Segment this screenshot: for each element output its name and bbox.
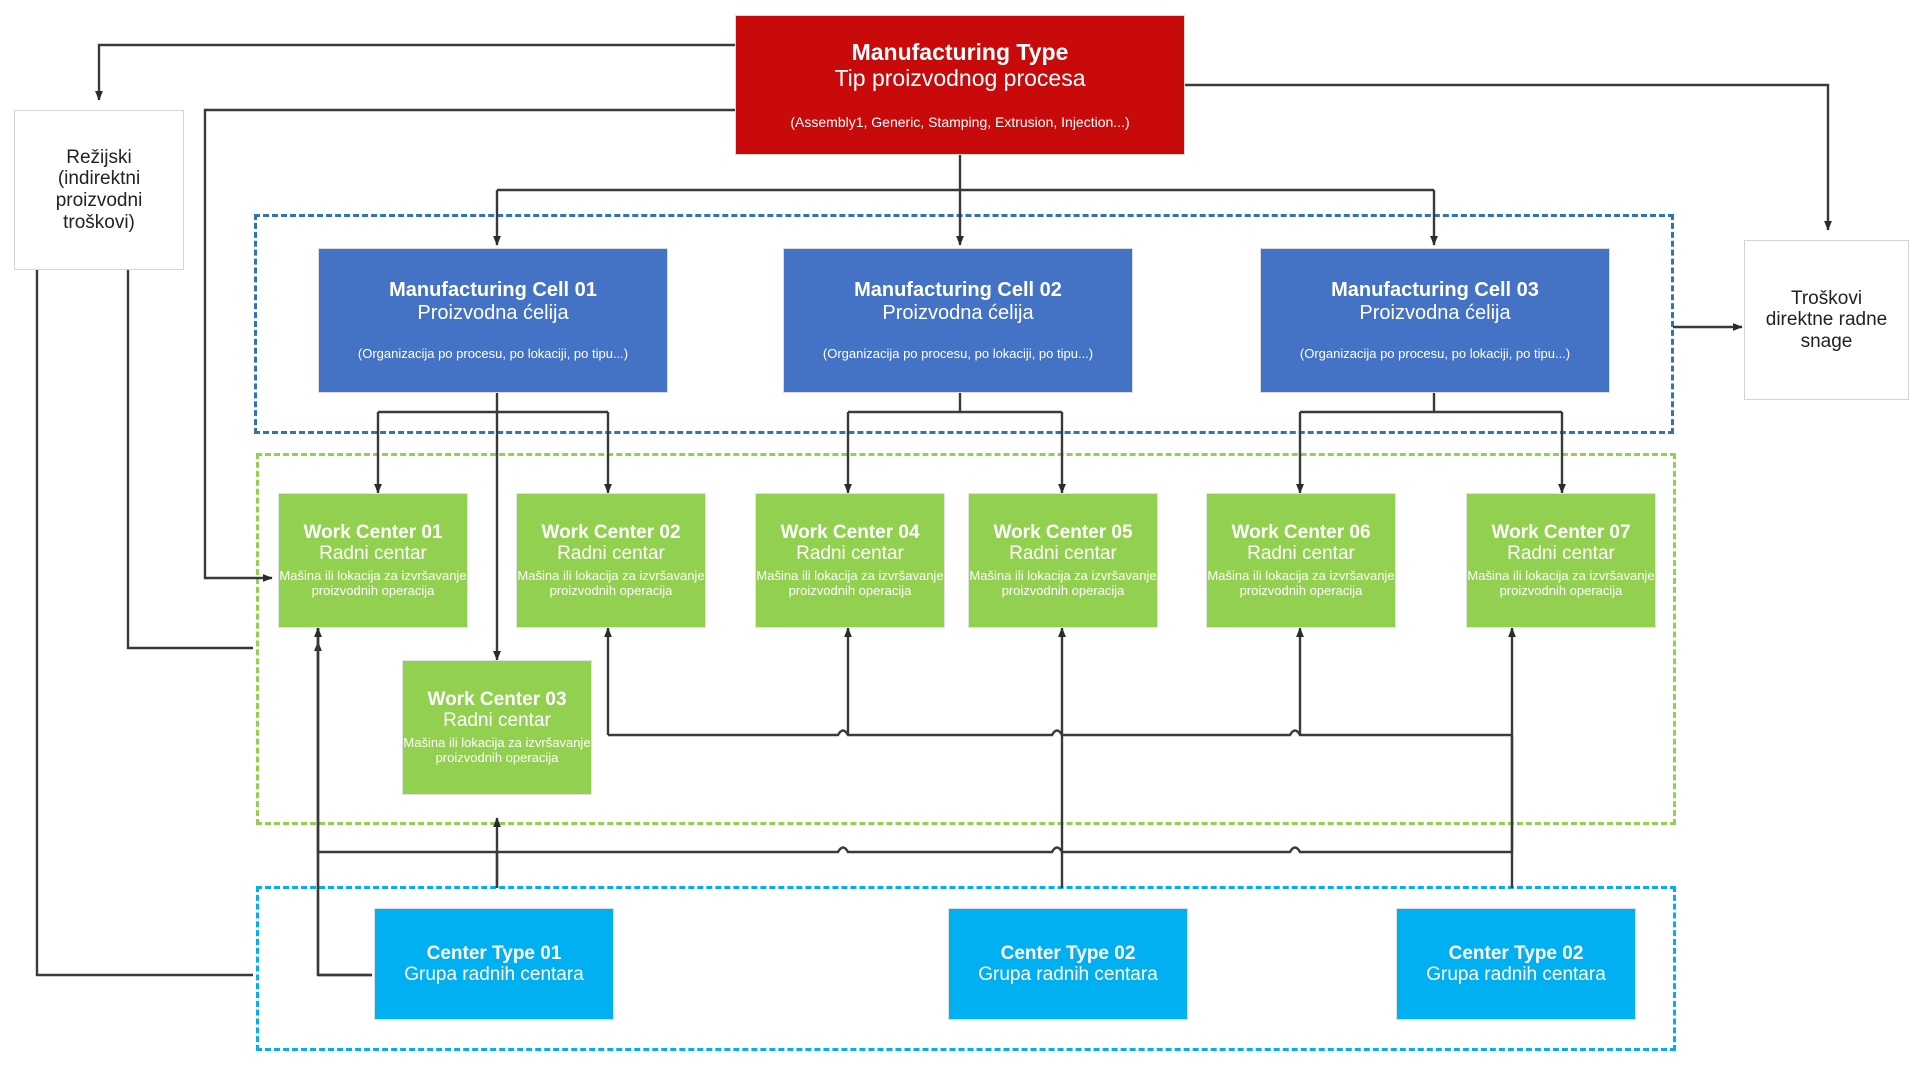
ct-02a-title: Center Type 02 [1000,942,1136,964]
direct-labor-line-2: direktne radne [1765,309,1888,331]
cell-01-subtitle: Proizvodna ćelija [417,301,569,324]
cell-03-note: (Organizacija po procesu, po lokaciji, p… [1299,346,1571,362]
node-work-center-06[interactable]: Work Center 06 Radni centar Mašina ili l… [1206,493,1396,628]
manufacturing-type-note: (Assembly1, Generic, Stamping, Extrusion… [790,113,1130,130]
manufacturing-cells-group [254,214,1674,434]
wc-04-title: Work Center 04 [780,521,920,543]
wc-03-subtitle: Radni centar [443,710,551,732]
node-work-center-02[interactable]: Work Center 02 Radni centar Mašina ili l… [516,493,706,628]
ct-02b-title: Center Type 02 [1448,942,1584,964]
node-work-center-05[interactable]: Work Center 05 Radni centar Mašina ili l… [968,493,1158,628]
overhead-line-4: troškovi) [63,211,135,233]
node-work-center-07[interactable]: Work Center 07 Radni centar Mašina ili l… [1466,493,1656,628]
wc-07-subtitle: Radni centar [1507,543,1615,565]
ct-01-title: Center Type 01 [426,942,562,964]
manufacturing-type-subtitle: Tip proizvodnog procesa [834,65,1086,92]
node-work-center-01[interactable]: Work Center 01 Radni centar Mašina ili l… [278,493,468,628]
node-center-type-02-b[interactable]: Center Type 02 Grupa radnih centara [1396,908,1636,1020]
ct-02b-subtitle: Grupa radnih centara [1426,963,1606,985]
node-manufacturing-type[interactable]: Manufacturing Type Tip proizvodnog proce… [735,15,1185,155]
wc-01-title: Work Center 01 [303,521,443,543]
work-centers-group [256,453,1676,825]
manufacturing-type-title: Manufacturing Type [851,38,1069,65]
cell-01-title: Manufacturing Cell 01 [389,279,597,302]
wc-07-note: Mašina ili lokacija za izvršavanje proiz… [1467,567,1655,599]
center-types-group [256,886,1676,1051]
wc-01-subtitle: Radni centar [319,543,427,565]
node-manufacturing-cell-02[interactable]: Manufacturing Cell 02 Proizvodna ćelija … [783,248,1133,393]
ct-02a-subtitle: Grupa radnih centara [978,963,1158,985]
wc-04-subtitle: Radni centar [796,543,904,565]
node-work-center-03[interactable]: Work Center 03 Radni centar Mašina ili l… [402,660,592,795]
wc-05-title: Work Center 05 [993,521,1133,543]
wc-02-note: Mašina ili lokacija za izvršavanje proiz… [517,567,705,599]
wc-06-subtitle: Radni centar [1247,543,1355,565]
cell-03-subtitle: Proizvodna ćelija [1359,301,1511,324]
cell-02-subtitle: Proizvodna ćelija [882,301,1034,324]
cell-01-note: (Organizacija po procesu, po lokaciji, p… [357,346,629,362]
ct-01-subtitle: Grupa radnih centara [404,963,584,985]
node-work-center-04[interactable]: Work Center 04 Radni centar Mašina ili l… [755,493,945,628]
wc-05-subtitle: Radni centar [1009,543,1117,565]
cell-02-note: (Organizacija po procesu, po lokaciji, p… [822,346,1094,362]
wc-02-subtitle: Radni centar [557,543,665,565]
node-manufacturing-cell-03[interactable]: Manufacturing Cell 03 Proizvodna ćelija … [1260,248,1610,393]
direct-labor-line-1: Troškovi [1790,287,1863,309]
wc-02-title: Work Center 02 [541,521,681,543]
wc-06-note: Mašina ili lokacija za izvršavanje proiz… [1207,567,1395,599]
wc-06-title: Work Center 06 [1231,521,1371,543]
node-center-type-01[interactable]: Center Type 01 Grupa radnih centara [374,908,614,1020]
node-direct-labor-costs[interactable]: Troškovi direktne radne snage [1744,240,1909,400]
node-overhead-costs[interactable]: Režijski (indirektni proizvodni troškovi… [14,110,184,270]
overhead-line-3: proizvodni [55,190,143,211]
wc-01-note: Mašina ili lokacija za izvršavanje proiz… [279,567,467,599]
wc-03-note: Mašina ili lokacija za izvršavanje proiz… [403,734,591,766]
wc-04-note: Mašina ili lokacija za izvršavanje proiz… [756,567,944,599]
direct-labor-line-3: snage [1800,330,1853,352]
wc-05-note: Mašina ili lokacija za izvršavanje proiz… [969,567,1157,599]
overhead-line-2: (indirektni [57,168,141,190]
overhead-line-1: Režijski [66,146,132,168]
cell-03-title: Manufacturing Cell 03 [1331,279,1539,302]
node-manufacturing-cell-01[interactable]: Manufacturing Cell 01 Proizvodna ćelija … [318,248,668,393]
node-center-type-02-a[interactable]: Center Type 02 Grupa radnih centara [948,908,1188,1020]
cell-02-title: Manufacturing Cell 02 [854,279,1062,302]
wc-07-title: Work Center 07 [1491,521,1631,543]
wc-03-title: Work Center 03 [427,688,567,710]
